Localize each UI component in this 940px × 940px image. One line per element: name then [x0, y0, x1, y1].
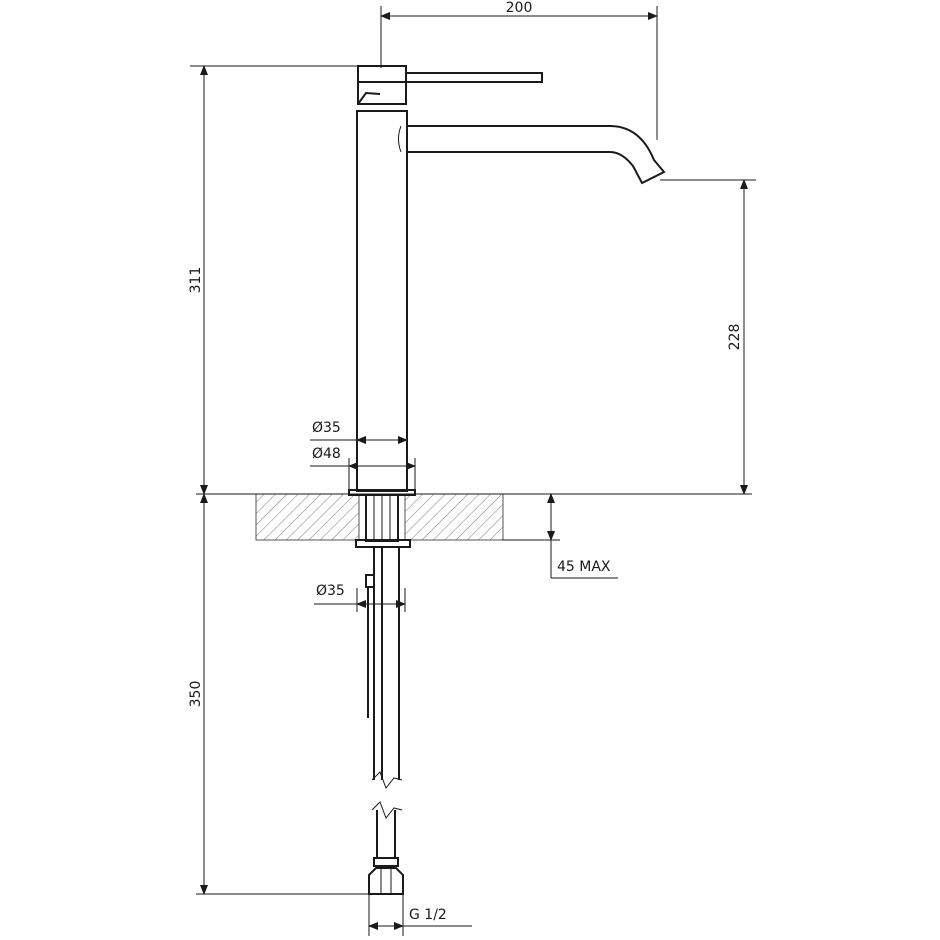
- countertop-section: [255, 493, 504, 541]
- dimension-label-shank-diameter: Ø35: [316, 583, 345, 599]
- dimension-body-diameter: Ø35: [310, 420, 408, 444]
- faucet-body: [348, 65, 666, 496]
- dimension-label-base-diameter: Ø48: [312, 446, 341, 462]
- dimension-label-total-height: 311: [188, 267, 204, 294]
- dimension-base-diameter: Ø48: [310, 446, 416, 490]
- dimension-shank-diameter: Ø35: [314, 583, 406, 612]
- dimension-spout-height: 228: [660, 179, 756, 495]
- dimension-reach: 200: [380, 0, 658, 140]
- under-counter-assembly: [355, 494, 411, 895]
- dimension-label-max-thickness: 45 MAX: [557, 559, 611, 575]
- dimension-hose-length: 350: [188, 493, 368, 895]
- dimension-connection: G 1/2: [368, 894, 472, 936]
- dimension-label-spout-height: 228: [727, 324, 743, 351]
- dimension-label-hose-length: 350: [188, 681, 204, 708]
- dimension-total-height: 311: [188, 65, 358, 495]
- dimension-label-connection: G 1/2: [409, 907, 447, 923]
- dimension-label-body-diameter: Ø35: [312, 420, 341, 436]
- dimension-max-thickness: 45 MAX: [503, 493, 618, 579]
- dimension-label-reach: 200: [506, 0, 533, 16]
